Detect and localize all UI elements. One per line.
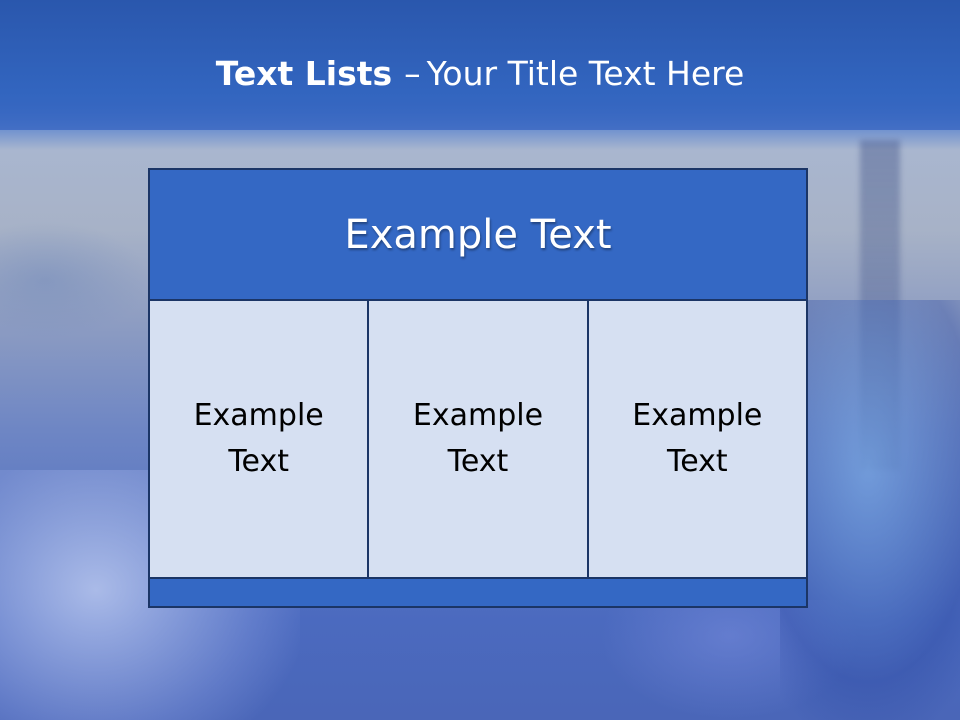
table-header-text: Example Text xyxy=(344,211,612,258)
table-cell-text: Example Text xyxy=(193,398,324,479)
table-body-row: Example Text Example Text Example Text xyxy=(150,301,806,577)
table-cell-text: Example Text xyxy=(632,398,763,479)
table-cell-2[interactable]: Example Text xyxy=(369,301,589,577)
background-drape xyxy=(600,600,860,720)
table-footer-bar xyxy=(150,577,806,606)
title-subtext: Your Title Text Here xyxy=(426,54,745,93)
background-equipment-pole xyxy=(860,140,900,470)
slide-title[interactable]: Text Lists–Your Title Text Here xyxy=(0,52,960,96)
table-cell-text: Example Text xyxy=(412,398,544,479)
title-band xyxy=(0,0,960,130)
title-dash: – xyxy=(404,54,421,93)
table-cell-1[interactable]: Example Text xyxy=(150,301,370,577)
title-bold-text: Text Lists xyxy=(215,54,393,93)
table-cell-3[interactable]: Example Text xyxy=(588,301,806,577)
text-list-table[interactable]: Example Text Example Text Example Text E… xyxy=(148,168,808,608)
table-header-cell[interactable]: Example Text xyxy=(150,170,806,301)
background-monitor xyxy=(0,220,150,340)
